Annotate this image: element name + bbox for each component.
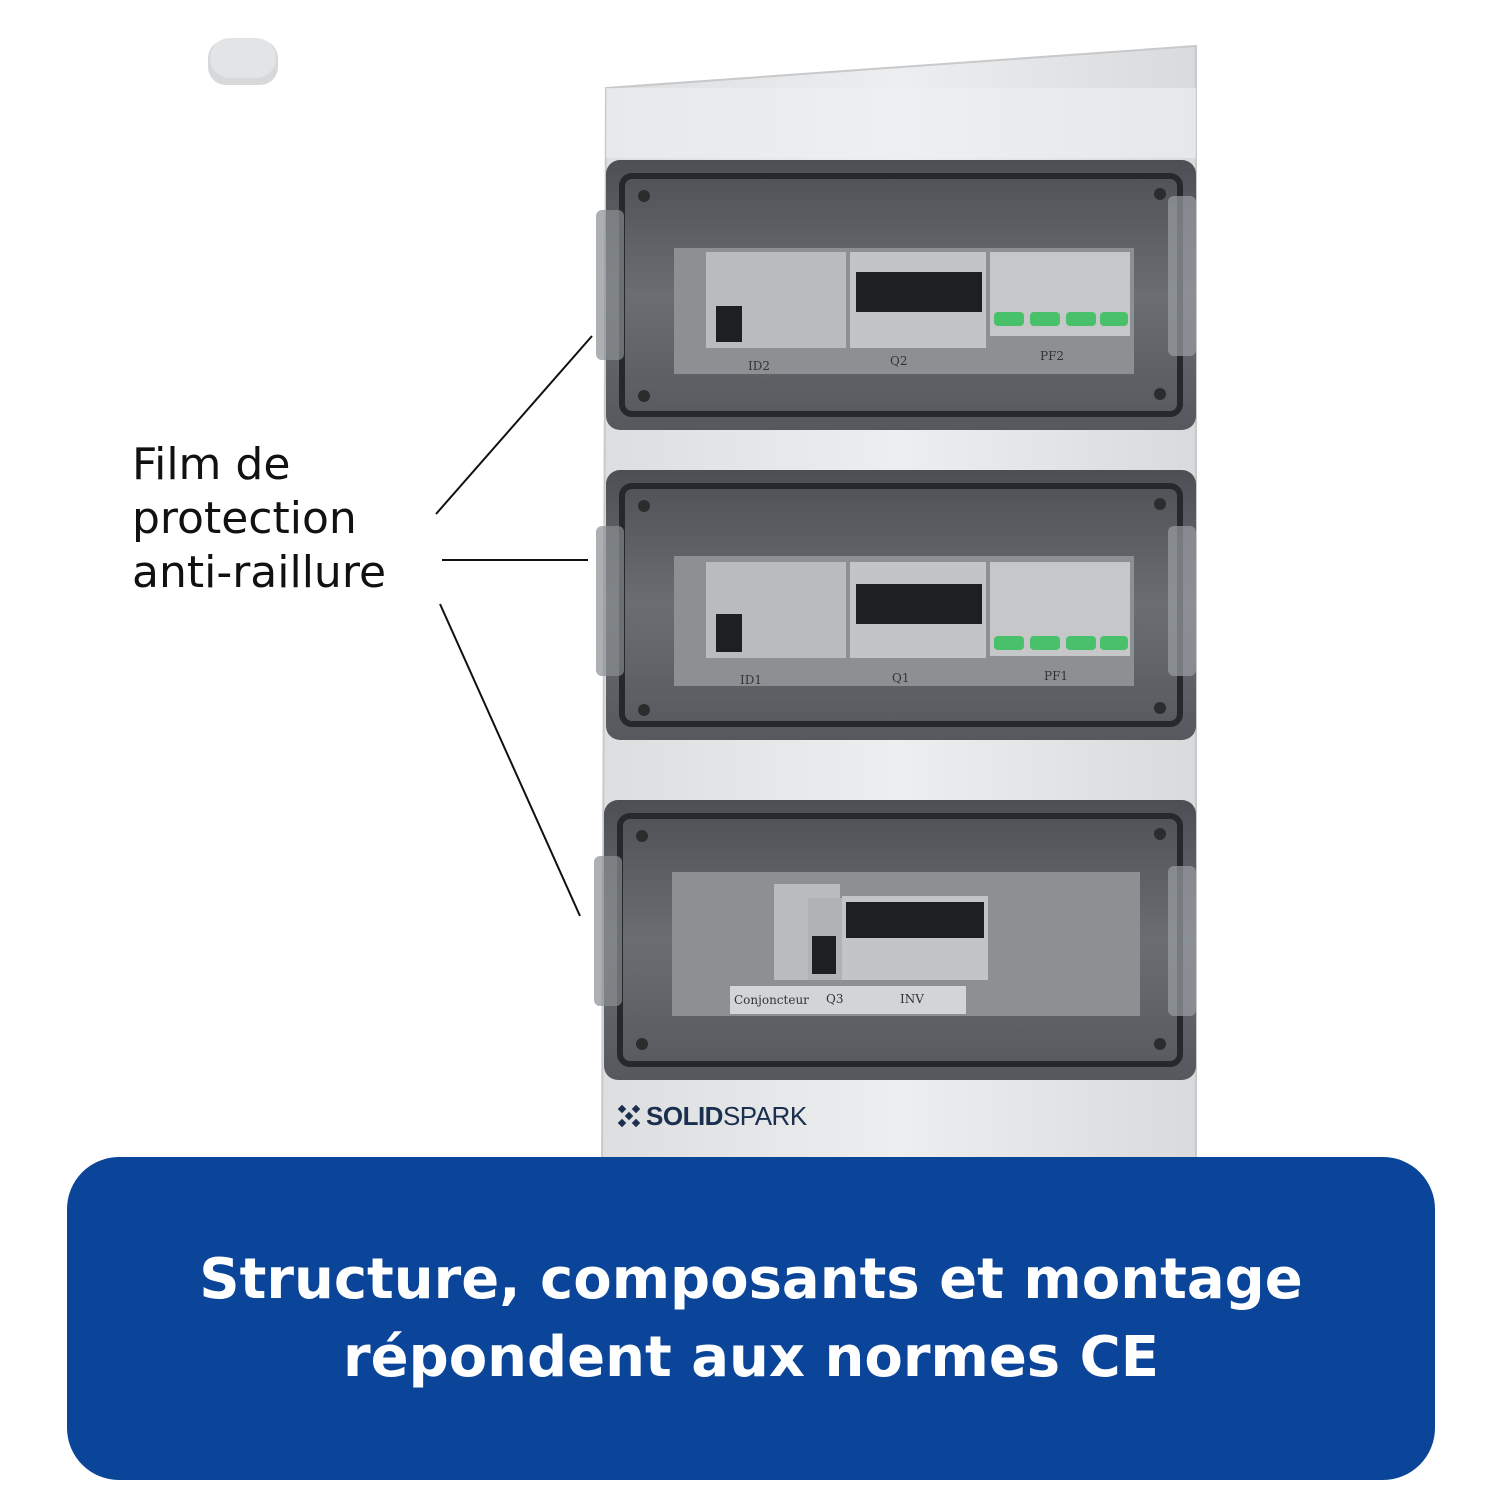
brand-name: SOLIDSPARK: [646, 1101, 807, 1132]
middle-label-0: ID1: [740, 673, 762, 687]
callout-line-1: Film de: [132, 439, 291, 490]
top-label-1: Q2: [890, 354, 907, 368]
top-cable-gland: [208, 38, 278, 85]
bottom-label-2: INV: [900, 992, 924, 1006]
middle-label-2: PF1: [1044, 669, 1068, 683]
bottom-module-cover: Conjoncteur Q3 INV: [594, 800, 1196, 1080]
x-cross-logo-icon: [618, 1105, 640, 1127]
protection-film-callout: Film de protection anti-raillure: [132, 438, 452, 600]
brand-logo: SOLIDSPARK: [618, 1096, 807, 1136]
banner-line-2: répondent aux normes CE: [343, 1324, 1159, 1390]
banner-line-1: Structure, composants et montage: [199, 1246, 1303, 1312]
callout-line-2: protection: [132, 493, 357, 544]
callout-line-top: [435, 335, 593, 515]
bottom-label-1: Q3: [826, 992, 843, 1006]
callout-line-3: anti-raillure: [132, 547, 387, 598]
brand-name-regular: SPARK: [722, 1100, 807, 1131]
callout-line-bottom: [439, 603, 581, 917]
callout-lines: [435, 335, 593, 917]
middle-label-1: Q1: [892, 671, 909, 685]
middle-module-cover: ID1 Q1 PF1: [596, 470, 1196, 740]
bottom-label-0: Conjoncteur: [734, 993, 809, 1007]
brand-name-bold: SOLID: [646, 1100, 723, 1131]
ce-standards-banner: Structure, composants et montage réponde…: [67, 1157, 1435, 1480]
top-module-cover: ID2 Q2 PF2: [596, 160, 1196, 430]
top-label-2: PF2: [1040, 349, 1064, 363]
top-label-0: ID2: [748, 359, 770, 373]
